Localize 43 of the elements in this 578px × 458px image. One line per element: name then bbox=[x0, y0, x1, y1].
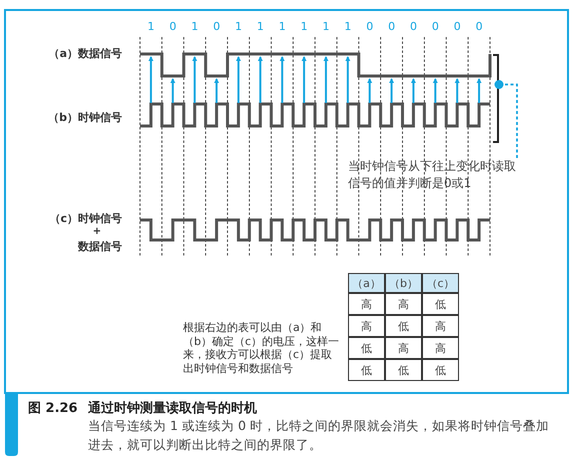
table-cell: 低 bbox=[422, 359, 459, 381]
signal-label: 数据信号 bbox=[76, 239, 122, 254]
table-cell: 高 bbox=[422, 337, 459, 359]
table-cell: 低 bbox=[385, 315, 422, 337]
bit-value: 1 bbox=[234, 20, 243, 33]
table-cell: 高 bbox=[348, 293, 385, 315]
bit-value: 1 bbox=[278, 20, 287, 33]
bit-value: 0 bbox=[168, 20, 178, 33]
bit-value: 1 bbox=[190, 20, 200, 33]
table-header-cell: （b） bbox=[385, 273, 422, 293]
table-header-cell: （c） bbox=[422, 273, 459, 293]
bit-value: 0 bbox=[474, 20, 484, 33]
signal-label: （b）时钟信号 bbox=[47, 110, 122, 125]
bit-value: 0 bbox=[430, 20, 440, 33]
signal-label: （c）时钟信号 bbox=[48, 211, 122, 226]
table-cell: 低 bbox=[422, 293, 459, 315]
table-cell: 低 bbox=[385, 359, 422, 381]
bit-value: 0 bbox=[452, 20, 462, 33]
figure-title: 通过时钟测量读取信号的时机 bbox=[88, 400, 257, 417]
bit-value: 0 bbox=[408, 20, 418, 33]
leader-line bbox=[494, 80, 518, 158]
figure-caption: 当信号连续为 1 或连续为 0 时，比特之间的界限就会消失，如果将时钟信号叠加进去，就可以判断出比特之间的界限了。 bbox=[88, 417, 550, 454]
annotation-text: 当时钟信号从下往上变化时读取信号的值并判断是0或1 bbox=[348, 158, 526, 192]
bit-value: 1 bbox=[256, 20, 265, 33]
table-header-cell: （a） bbox=[348, 273, 385, 293]
table-cell: 高 bbox=[385, 337, 422, 359]
bit-value: 1 bbox=[343, 20, 352, 33]
bit-value: 1 bbox=[300, 20, 309, 33]
table-cell: 低 bbox=[348, 337, 385, 359]
signal-label: （a）数据信号 bbox=[48, 46, 122, 61]
table-cell: 高 bbox=[385, 293, 422, 315]
bit-value: 0 bbox=[387, 20, 396, 33]
bit-value: 0 bbox=[212, 20, 222, 33]
explanation-text: 根据右边的表可以由（a）和（b）确定（c）的电压，这样一来，接收方可以根据（c）提取出时钟信号和数据信号 bbox=[183, 321, 340, 376]
bit-value: 0 bbox=[365, 20, 374, 33]
table-cell: 高 bbox=[422, 315, 459, 337]
plus-sign: + bbox=[92, 226, 102, 237]
table-cell: 低 bbox=[348, 359, 385, 381]
bit-value: 1 bbox=[146, 20, 156, 33]
table-cell: 高 bbox=[348, 315, 385, 337]
figure-number: 图 2.26 bbox=[28, 400, 78, 417]
bracket bbox=[493, 54, 499, 143]
bit-value: 1 bbox=[321, 20, 330, 33]
